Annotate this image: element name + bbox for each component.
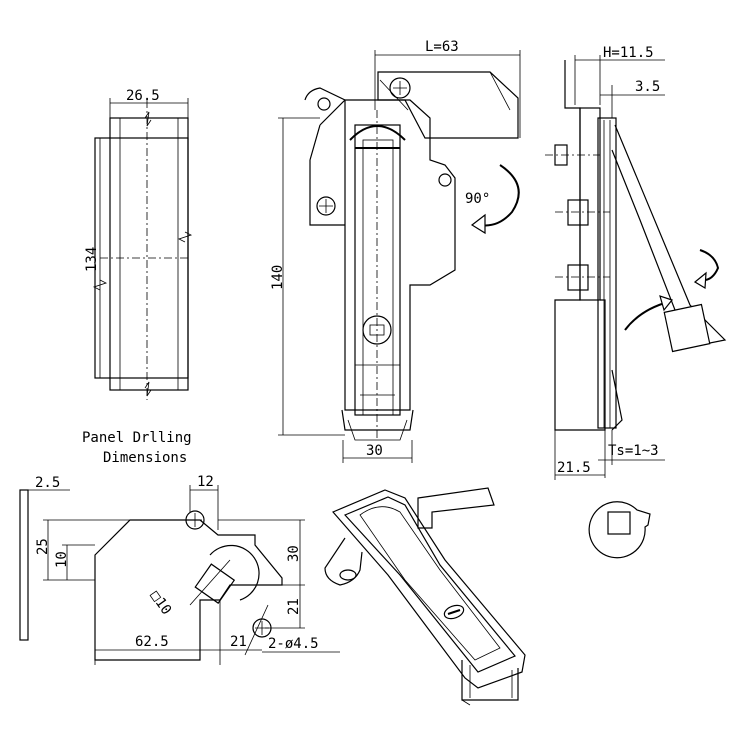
panel-drilling-view: Panel Drlling Dimensions 2.5 25 10 12 30 bbox=[19, 430, 340, 665]
dim-62-5: 62.5 bbox=[135, 634, 169, 650]
dim-26-5: 26.5 bbox=[126, 88, 160, 104]
panel-drilling-title: Panel Drlling bbox=[82, 430, 192, 446]
dim-30-bottom: 30 bbox=[366, 443, 383, 459]
dim-134: 134 bbox=[84, 247, 100, 272]
dim-10: 10 bbox=[54, 551, 70, 568]
front-view: 26.5 134 bbox=[84, 88, 193, 400]
dim-3-5: 3.5 bbox=[635, 79, 660, 95]
isometric-view bbox=[324, 487, 526, 706]
side-profile-right: H=11.5 3.5 Ts=1~3 21.5 bbox=[545, 45, 727, 559]
dim-Ts: Ts=1~3 bbox=[608, 443, 659, 459]
side-view-center: L=63 140 30 bbox=[270, 39, 521, 463]
dim-L-63: L=63 bbox=[425, 39, 459, 55]
dim-21-5: 21.5 bbox=[557, 460, 591, 476]
panel-drilling-subtitle: Dimensions bbox=[103, 450, 187, 466]
dim-square-10: □10 bbox=[147, 588, 175, 618]
dim-2-5: 2.5 bbox=[35, 475, 60, 491]
dim-25: 25 bbox=[35, 538, 51, 555]
dim-holes: 2-ø4.5 bbox=[268, 636, 319, 652]
dim-21-vertical: 21 bbox=[286, 598, 302, 615]
dim-21-horizontal: 21 bbox=[230, 634, 247, 650]
dim-H-11-5: H=11.5 bbox=[603, 45, 654, 61]
rotation-label: 90° bbox=[465, 191, 490, 207]
dim-12: 12 bbox=[197, 474, 214, 490]
dim-30-right: 30 bbox=[286, 545, 302, 562]
dim-140: 140 bbox=[270, 265, 286, 290]
